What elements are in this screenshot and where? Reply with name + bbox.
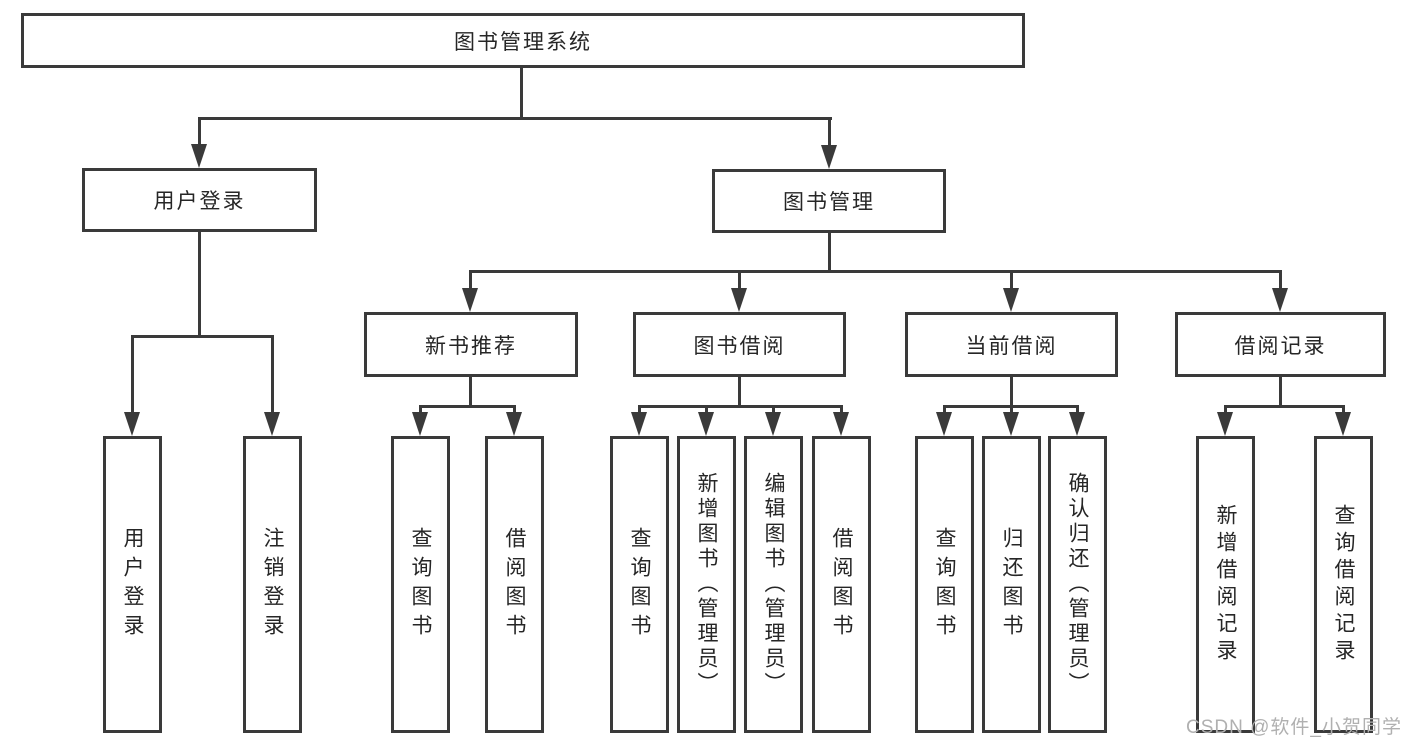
connector-line <box>520 68 523 117</box>
connector-line <box>1224 405 1227 415</box>
arrow-down-icon <box>821 145 837 169</box>
arrow-down-icon <box>191 144 207 168</box>
arrow-down-icon <box>1217 412 1233 436</box>
connector-line <box>131 335 274 338</box>
arrow-down-icon <box>833 412 849 436</box>
arrow-down-icon <box>1069 412 1085 436</box>
node-current-borrow-label: 当前借阅 <box>965 334 1058 358</box>
leaf-current-return-books-label: 归还图书 <box>1000 526 1023 643</box>
connector-line <box>1010 270 1013 292</box>
leaf-current-confirm-return-admin: 确认归还（管理员） <box>1048 436 1107 733</box>
connector-line <box>198 232 201 335</box>
connector-line <box>1076 405 1079 415</box>
leaf-rec-query-books: 查询图书 <box>391 436 450 733</box>
node-current-borrow: 当前借阅 <box>905 312 1118 377</box>
connector-line <box>943 405 946 415</box>
connector-line <box>131 335 134 415</box>
leaf-rec-borrow-books: 借阅图书 <box>485 436 544 733</box>
leaf-records-query-record-label: 查询借阅记录 <box>1332 503 1355 666</box>
connector-line <box>828 233 831 272</box>
leaf-rec-query-books-label: 查询图书 <box>409 526 432 643</box>
leaf-borrow-query-books: 查询图书 <box>610 436 669 733</box>
connector-line <box>469 270 1282 273</box>
leaf-records-add-record-label: 新增借阅记录 <box>1214 503 1237 666</box>
connector-line <box>419 405 422 415</box>
arrow-down-icon <box>462 288 478 312</box>
connector-line <box>199 117 832 120</box>
connector-line <box>469 377 472 405</box>
connector-line <box>1279 270 1282 292</box>
connector-line <box>419 405 516 408</box>
node-book-management-label: 图书管理 <box>783 191 875 214</box>
node-root: 图书管理系统 <box>21 13 1025 68</box>
leaf-current-query-books-label: 查询图书 <box>933 526 956 643</box>
arrow-down-icon <box>936 412 952 436</box>
connector-line <box>738 377 741 405</box>
connector-line <box>638 405 843 408</box>
leaf-records-query-record: 查询借阅记录 <box>1314 436 1373 733</box>
leaf-current-query-books: 查询图书 <box>915 436 974 733</box>
node-book-borrow: 图书借阅 <box>633 312 846 377</box>
arrow-down-icon <box>124 412 140 436</box>
arrow-down-icon <box>1003 288 1019 312</box>
connector-line <box>1224 405 1345 408</box>
connector-line <box>1010 377 1013 405</box>
node-borrow-records-label: 借阅记录 <box>1234 334 1327 358</box>
leaf-records-add-record: 新增借阅记录 <box>1196 436 1255 733</box>
arrow-down-icon <box>631 412 647 436</box>
connector-line <box>513 405 516 415</box>
leaf-user-login-label: 用户登录 <box>121 526 144 643</box>
leaf-borrow-edit-books-admin-label: 编辑图书（管理员） <box>762 472 785 697</box>
leaf-logout-label: 注销登录 <box>261 526 284 643</box>
connector-line <box>840 405 843 415</box>
leaf-borrow-edit-books-admin: 编辑图书（管理员） <box>744 436 803 733</box>
connector-line <box>198 117 201 150</box>
connector-line <box>772 405 775 415</box>
node-user-login: 用户登录 <box>82 168 317 232</box>
connector-line <box>828 117 831 151</box>
leaf-borrow-borrow-books-label: 借阅图书 <box>830 526 853 643</box>
arrow-down-icon <box>1272 288 1288 312</box>
csdn-watermark: CSDN @软件_小贺同学 <box>1186 717 1402 738</box>
arrow-down-icon <box>1335 412 1351 436</box>
node-book-borrow-label: 图书借阅 <box>693 334 786 358</box>
connector-line <box>469 270 472 292</box>
node-new-book-recommend-label: 新书推荐 <box>425 334 517 358</box>
arrow-down-icon <box>264 412 280 436</box>
connector-line <box>638 405 641 415</box>
leaf-current-confirm-return-admin-label: 确认归还（管理员） <box>1066 472 1089 697</box>
leaf-borrow-add-books-admin: 新增图书（管理员） <box>677 436 736 733</box>
arrow-down-icon <box>698 412 714 436</box>
leaf-current-return-books: 归还图书 <box>982 436 1041 733</box>
node-root-label: 图书管理系统 <box>454 30 592 54</box>
leaf-borrow-borrow-books: 借阅图书 <box>812 436 871 733</box>
leaf-rec-borrow-books-label: 借阅图书 <box>503 526 526 643</box>
leaf-borrow-query-books-label: 查询图书 <box>628 526 651 643</box>
connector-line <box>1342 405 1345 415</box>
connector-line <box>1010 405 1013 415</box>
node-user-login-label: 用户登录 <box>153 190 246 213</box>
connector-line <box>271 335 274 415</box>
connector-line <box>705 405 708 415</box>
connector-line <box>1279 377 1282 405</box>
arrow-down-icon <box>765 412 781 436</box>
node-book-management: 图书管理 <box>712 169 946 233</box>
arrow-down-icon <box>506 412 522 436</box>
leaf-logout: 注销登录 <box>243 436 302 733</box>
node-borrow-records: 借阅记录 <box>1175 312 1386 377</box>
arrow-down-icon <box>1003 412 1019 436</box>
arrow-down-icon <box>731 288 747 312</box>
arrow-down-icon <box>412 412 428 436</box>
leaf-borrow-add-books-admin-label: 新增图书（管理员） <box>695 472 718 697</box>
node-new-book-recommend: 新书推荐 <box>364 312 578 377</box>
leaf-user-login: 用户登录 <box>103 436 162 733</box>
connector-line <box>738 270 741 292</box>
